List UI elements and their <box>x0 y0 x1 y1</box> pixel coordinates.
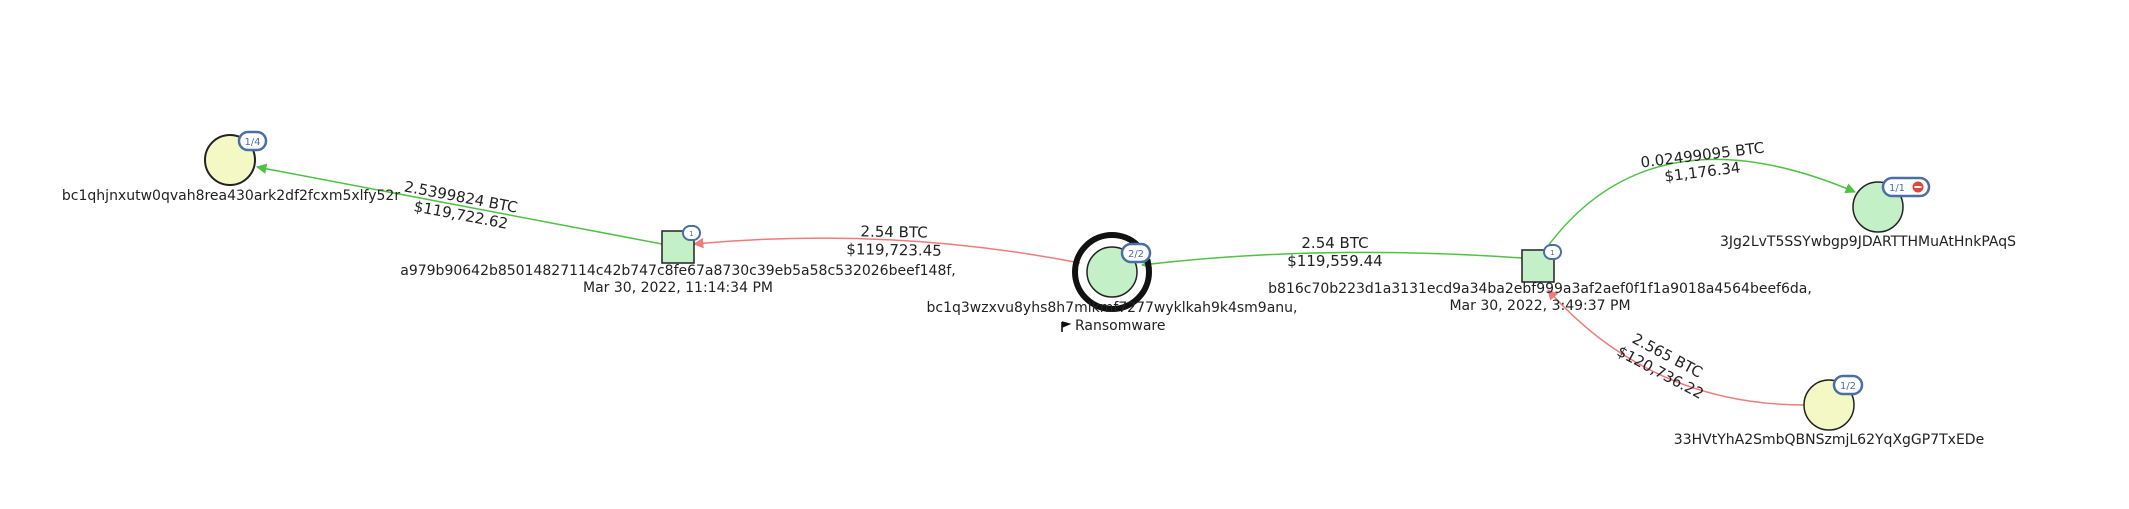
edge-usd-amount: $119,559.44 <box>1287 252 1382 270</box>
node-address-label: 33HVtYhA2SmbQBNSzmjL62YqXgGP7TxEDe <box>1674 432 1984 448</box>
node-badge[interactable]: 2/2 <box>1120 242 1152 264</box>
tx-hash-label: b816c70b223d1a3131ecd9a34ba2ebf999a3af2a… <box>1268 281 1812 297</box>
edge-tx-right-to-focus[interactable]: 2.54 BTC $119,559.44 <box>1140 234 1523 270</box>
node-badge[interactable]: 1 <box>1543 244 1562 260</box>
svg-text:1/2: 1/2 <box>1840 381 1856 392</box>
svg-text:1: 1 <box>1550 249 1554 257</box>
edge-btc-amount: 2.54 BTC <box>860 222 928 241</box>
node-address-label: bc1q3wzxvu8yhs8h7mlkmf7277wyklkah9k4sm9a… <box>927 300 1298 316</box>
svg-text:1/1: 1/1 <box>1889 183 1905 194</box>
node-tag-label: Ransomware <box>1075 318 1165 334</box>
flag-icon <box>1061 321 1072 332</box>
node-badge[interactable]: 1 <box>682 225 701 241</box>
svg-text:1: 1 <box>689 230 693 238</box>
transaction-node-left[interactable]: 1 a979b90642b85014827114c42b747c8fe67a87… <box>400 225 956 296</box>
node-badge[interactable]: 1/1 <box>1881 176 1931 198</box>
edge-tx-left-to-addr-left[interactable]: 2.5399824 BTC $119,722.62 <box>255 163 663 245</box>
edge-usd-amount: $119,723.45 <box>846 240 942 260</box>
address-node-bottom-right[interactable]: 1/2 33HVtYhA2SmbQBNSzmjL62YqXgGP7TxEDe <box>1674 374 1984 448</box>
svg-text:2/2: 2/2 <box>1128 249 1144 260</box>
tx-hash-label: a979b90642b85014827114c42b747c8fe67a8730… <box>400 263 955 279</box>
transaction-node-right[interactable]: 1 b816c70b223d1a3131ecd9a34ba2ebf999a3af… <box>1268 244 1812 314</box>
node-tag: Ransomware <box>1061 318 1165 334</box>
node-badge[interactable]: 1/2 <box>1832 374 1864 396</box>
edge-focus-to-tx-left[interactable]: 2.54 BTC $119,723.45 <box>692 222 1081 264</box>
address-node-top-right[interactable]: 1/1 3Jg2LvT5SSYwbgp9JDARTTHMuAtHnkPAqS <box>1720 176 2016 250</box>
tx-date-label: Mar 30, 2022, 11:14:34 PM <box>583 280 773 296</box>
node-address-label: 3Jg2LvT5SSYwbgp9JDARTTHMuAtHnkPAqS <box>1720 234 2016 250</box>
tx-date-label: Mar 30, 2022, 3:49:37 PM <box>1449 298 1630 314</box>
node-badge[interactable]: 1/4 <box>237 130 268 152</box>
node-address-label: bc1qhjnxutw0qvah8rea430ark2df2fcxm5xlfy5… <box>62 188 400 204</box>
focus-address-node[interactable]: 2/2 bc1q3wzxvu8yhs8h7mlkmf7277wyklkah9k4… <box>927 232 1298 334</box>
address-node-left[interactable]: 1/4 bc1qhjnxutw0qvah8rea430ark2df2fcxm5x… <box>62 130 400 204</box>
svg-text:1/4: 1/4 <box>244 137 260 148</box>
edge-btc-amount: 2.54 BTC <box>1301 234 1368 252</box>
stop-icon <box>1912 181 1924 193</box>
